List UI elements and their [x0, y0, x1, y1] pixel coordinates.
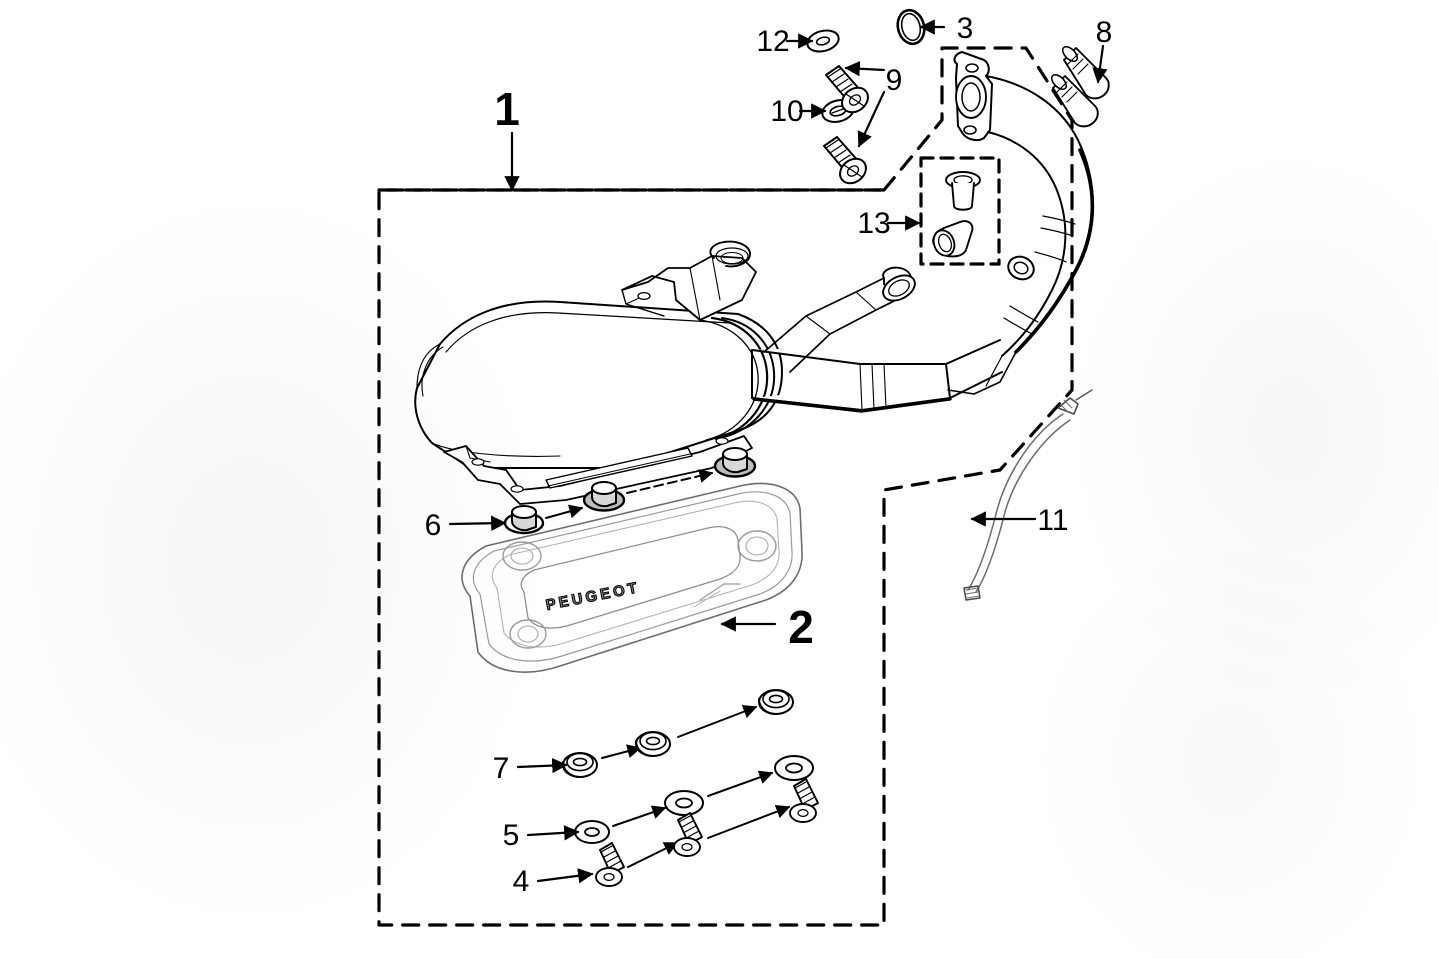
silencer-mount-bracket: [621, 240, 757, 321]
plain-washer-part-12: [806, 29, 840, 53]
callout-label-9: 9: [886, 64, 903, 97]
screw-set-part-4: [595, 778, 819, 887]
bush: [758, 689, 794, 715]
grommet-set-part-6: [503, 447, 757, 535]
pipe-grommet-lower: [932, 220, 974, 258]
callout-arrows: [448, 19, 1108, 884]
arrow-7: [516, 757, 568, 774]
callout-label-1: 1: [494, 83, 520, 135]
callout-label-11: 11: [1037, 504, 1068, 537]
pipe-grommet-upper: [945, 171, 981, 211]
washer: [574, 820, 610, 844]
exhaust-stud: [1050, 73, 1099, 128]
dashed-region-group-1: [377, 46, 1074, 927]
arrow-8: [1092, 44, 1108, 84]
arrow-9a: [844, 61, 886, 77]
grommet: [582, 481, 626, 512]
dashed-region-group-13: [919, 156, 1001, 266]
exhaust-gasket-oring-part-3: [896, 8, 926, 46]
callout-label-3: 3: [957, 12, 974, 45]
exhaust-stud-set-part-8: [1050, 45, 1110, 128]
arrow-9b: [857, 90, 886, 148]
heat-shield-part-2: [461, 482, 803, 673]
arrow-4: [536, 868, 594, 884]
callout-label-12: 12: [756, 25, 789, 58]
exhaust-header-pipe: [882, 51, 1095, 395]
screw: [789, 778, 819, 823]
grommet: [503, 505, 545, 535]
callout-label-10: 10: [770, 95, 803, 128]
bush: [635, 731, 671, 757]
screw: [673, 812, 703, 857]
callout-label-13: 13: [857, 207, 890, 240]
bush-set-part-7: [562, 689, 794, 778]
callout-label-8: 8: [1096, 16, 1113, 49]
arrow-5: [526, 825, 580, 841]
flange-bolt: [825, 65, 869, 114]
callout-label-4: 4: [513, 865, 530, 898]
silencer-body: [414, 300, 783, 469]
flange-bolt: [823, 136, 867, 185]
flange-bolt-set-part-9: [823, 65, 869, 185]
oxygen-sensor-cable-part-11: [963, 389, 1093, 601]
mid-pipe-catalytic: [751, 339, 1003, 413]
washer-set-part-5: [574, 755, 814, 844]
bush: [562, 752, 598, 778]
callout-label-7: 7: [493, 752, 510, 785]
callout-label-6: 6: [425, 509, 442, 542]
grommet: [713, 447, 757, 478]
washer: [664, 790, 704, 816]
screw: [595, 842, 625, 887]
pipe-grommet-set-part-13: [932, 171, 981, 258]
callout-label-2: 2: [788, 601, 814, 653]
callout-labels: 1 2 3 4 5 6 7 8 9 10 11 12 13: [425, 12, 1113, 898]
washer: [774, 755, 814, 781]
callout-label-5: 5: [503, 819, 520, 852]
arrow-6: [448, 515, 507, 531]
